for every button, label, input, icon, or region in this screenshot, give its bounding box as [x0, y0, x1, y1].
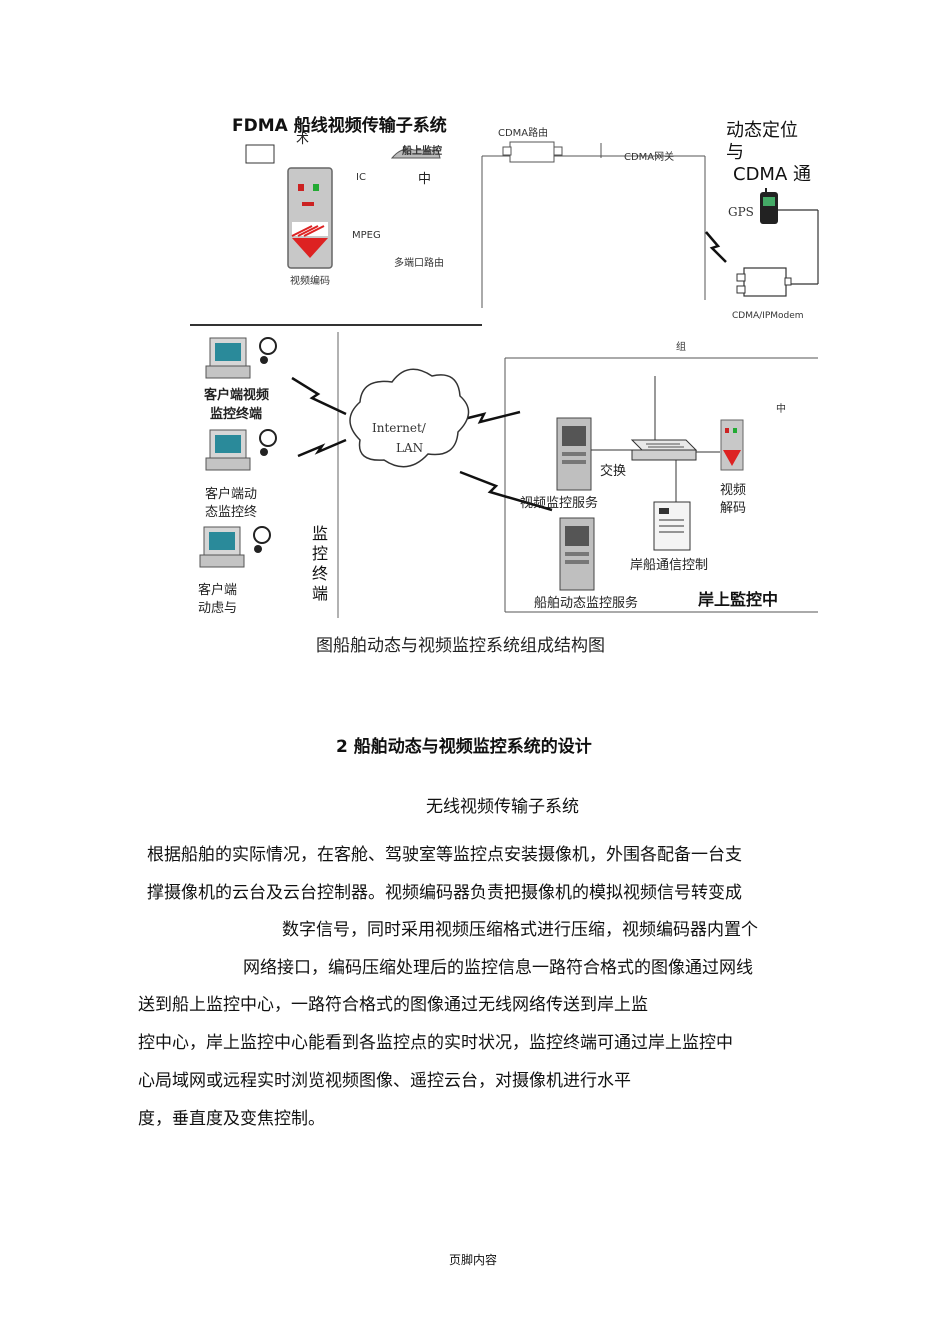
client-dynamic-label-2: 态监控终 [205, 505, 258, 520]
video-decoder-device [720, 419, 744, 471]
switch-label: 交换 [600, 464, 627, 479]
diagram-top-title: FDMA 船线视频传输子系统 [232, 116, 447, 136]
video-server-label: 视频监控服务 [520, 496, 599, 511]
cdma-router-label: CDMA路由 [498, 128, 549, 139]
zhong-label: 中 [418, 172, 432, 187]
position-heading-1: 动态定位 [726, 120, 798, 141]
paragraph-line: 数字信号，同时采用视频压缩格式进行压缩，视频编码器内置个 [282, 920, 758, 940]
ship-monitor-label: 船上监控 [402, 146, 442, 157]
video-decode-label-1: 视频 [720, 483, 747, 498]
cdma-gateway-label: CDMA网关 [624, 152, 675, 163]
lan-label: LAN [396, 441, 424, 455]
paragraph-line: 度，垂直度及变焦控制。 [138, 1109, 325, 1129]
paragraph-line: 送到船上监控中心，一路符合格式的图像通过无线网络传送到岸上监 [138, 995, 648, 1015]
internet-cloud [349, 368, 470, 468]
video-server [556, 417, 592, 491]
title-fragment: 术 [296, 132, 310, 147]
ship-dynamic-server-label: 船舶动态监控服务 [534, 596, 639, 611]
shore-comm-control-label: 岸船通信控制 [630, 558, 709, 573]
gps-label: GPS [728, 205, 754, 219]
client-dynamic-label-1: 客户端动 [205, 487, 258, 502]
paragraph-line: 心局域网或远程实时浏览视频图像、遥控云台，对摄像机进行水平 [138, 1071, 631, 1091]
multi-port-router-label: 多端口路由 [394, 258, 444, 269]
video-encoder-device [287, 167, 333, 269]
client-3-label-1: 客户端 [198, 583, 238, 598]
net-label: 组 [676, 342, 686, 353]
paragraph-line: 撑摄像机的云台及云台控制器。视频编码器负责把摄像机的模拟视频信号转变成 [147, 883, 742, 903]
cdma-modem-label: CDMA/IPModem [732, 311, 804, 321]
client-3-label-2: 动虑与 [198, 601, 238, 616]
page-footer: 页脚内容 [449, 1253, 498, 1267]
paragraph-line: 根据船舶的实际情况，在客舱、驾驶室等监控点安装摄像机，外围各配备一台支 [147, 845, 742, 865]
client-video-label-1: 客户端视频 [204, 388, 270, 403]
shore-center-label: 岸上監控中 [698, 590, 779, 609]
position-heading-2: 与 [726, 142, 744, 163]
gps-phone-icon [760, 188, 778, 224]
video-encoder-label: 视频编码 [290, 276, 330, 287]
internet-label: Internet/ [372, 421, 426, 435]
network-switch [630, 439, 698, 461]
shore-comm-controller [653, 501, 691, 551]
client-video-label-2: 监控终端 [210, 407, 263, 422]
ship-dynamic-server [559, 517, 595, 591]
client-computer-2 [205, 429, 277, 471]
ic-label: IC [356, 172, 366, 183]
client-computer-1 [205, 337, 277, 379]
figure-caption: 图船舶动态与视频监控系统组成结构图 [316, 636, 605, 656]
paragraph-line: 网络接口，编码压缩处理后的监控信息一路符合格式的图像通过网线 [243, 958, 753, 978]
client-computer-3 [199, 526, 271, 568]
right-zhong-label: 中 [776, 404, 786, 415]
mpeg-label: MPEG [352, 230, 381, 241]
paragraph-line: 控中心，岸上监控中心能看到各监控点的实时状况，监控终端可通过岸上监控中 [138, 1033, 733, 1053]
cdma-comm-heading: CDMA 通 [733, 164, 811, 185]
system-diagram [190, 141, 819, 618]
subsection-heading: 无线视频传输子系统 [426, 797, 579, 817]
video-decode-label-2: 解码 [720, 501, 747, 516]
vertical-terminal-label: 监控终端 [312, 524, 329, 603]
section-heading: 2 船舶动态与视频监控系统的设计 [336, 737, 592, 757]
